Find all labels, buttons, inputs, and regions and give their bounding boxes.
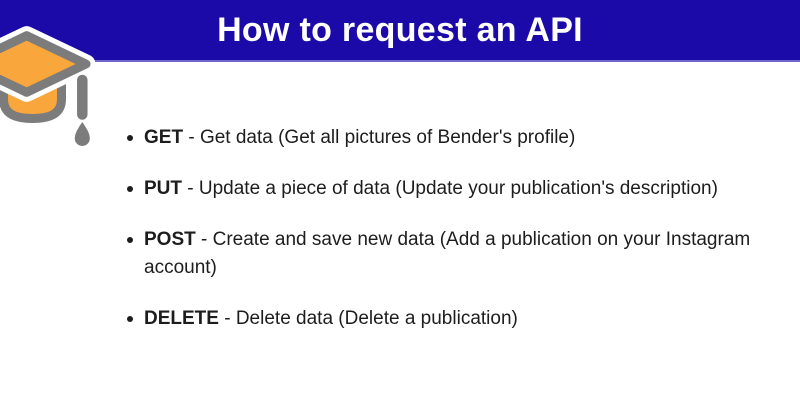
- method-desc: - Delete data (Delete a publication): [218, 308, 518, 329]
- header-banner: How to request an API: [0, 0, 800, 62]
- method-name: GET: [144, 127, 184, 148]
- bullet-icon: [127, 316, 133, 322]
- list-item-text: PUT - Update a piece of data (Update you…: [144, 175, 718, 203]
- list-item-text: GET - Get data (Get all pictures of Bend…: [144, 124, 575, 152]
- method-desc: - Get data (Get all pictures of Bender's…: [183, 127, 576, 148]
- graduation-cap-icon: [0, 26, 95, 146]
- http-methods-list: GET - Get data (Get all pictures of Bend…: [127, 124, 772, 356]
- method-name: PUT: [144, 178, 182, 199]
- method-desc: - Update a piece of data (Update your pu…: [182, 178, 718, 199]
- list-item-text: POST - Create and save new data (Add a p…: [144, 226, 772, 282]
- tassel-drop: [74, 122, 90, 146]
- mortarboard-top: [0, 31, 91, 97]
- method-name: POST: [144, 229, 196, 250]
- list-item-put: PUT - Update a piece of data (Update you…: [127, 175, 772, 203]
- list-item-get: GET - Get data (Get all pictures of Bend…: [127, 124, 772, 152]
- method-name: DELETE: [144, 308, 219, 329]
- list-item-text: DELETE - Delete data (Delete a publicati…: [144, 305, 518, 333]
- method-desc: - Create and save new data (Add a public…: [144, 229, 751, 278]
- bullet-icon: [127, 237, 133, 243]
- list-item-delete: DELETE - Delete data (Delete a publicati…: [127, 305, 772, 333]
- list-item-post: POST - Create and save new data (Add a p…: [127, 226, 772, 282]
- page-title: How to request an API: [217, 10, 583, 49]
- bullet-icon: [127, 186, 133, 192]
- bullet-icon: [127, 135, 133, 141]
